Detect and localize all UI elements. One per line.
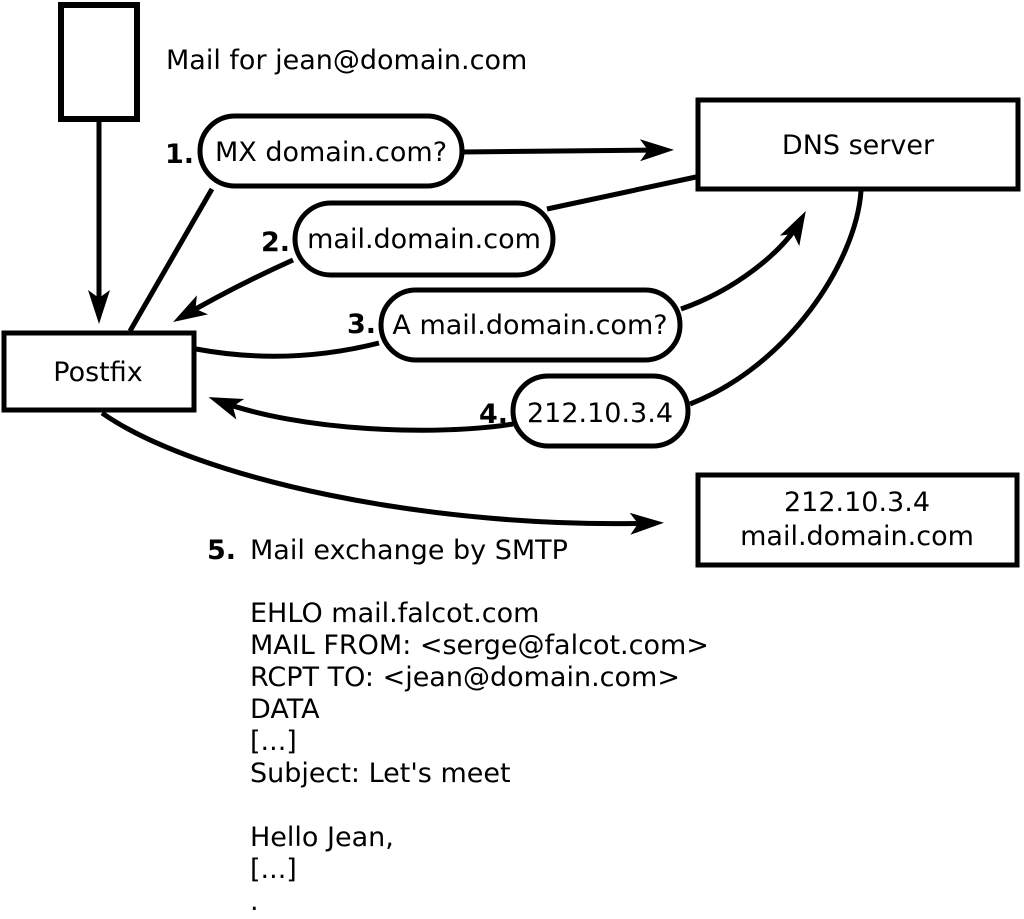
smtp-line: RCPT TO: <jean@domain.com>: [250, 662, 680, 693]
smtp-line: .: [250, 886, 259, 917]
arrow-query1-to-dns: [460, 139, 674, 162]
smtp-session-transcript: EHLO mail.falcot.com MAIL FROM: <serge@f…: [250, 598, 709, 917]
smtp-line: DATA: [250, 694, 320, 725]
line-postfix-to-query3: [195, 340, 380, 359]
arrow-postfix-to-mailserver: [100, 410, 664, 535]
arrow-answer2-to-postfix: [173, 257, 295, 323]
step2-label: mail.domain.com: [307, 224, 541, 255]
line-dns-to-answer4: [689, 190, 864, 407]
smtp-line: MAIL FROM: <serge@falcot.com>: [250, 630, 709, 661]
step1-pill: [197, 113, 465, 189]
step3-pill: [378, 287, 683, 363]
postfix-node: [1, 330, 197, 413]
dns-server-node-label: DNS server: [782, 130, 935, 161]
dns-server-node: [695, 97, 1021, 192]
mail-server-node: [695, 472, 1020, 568]
step4-pill: [510, 373, 691, 449]
postfix-node-label: Postfix: [53, 357, 142, 388]
smtp-line: Hello Jean,: [250, 822, 394, 853]
step4-label: 212.10.3.4: [527, 398, 673, 429]
mail-message-icon: [58, 2, 140, 122]
arrow-query3-to-dns: [680, 210, 806, 312]
step4-number: 4.: [479, 399, 508, 430]
mail-server-ip-label: 212.10.3.4: [784, 487, 930, 518]
arrow-answer4-to-postfix: [208, 397, 514, 433]
step5-label: Mail exchange by SMTP: [250, 535, 568, 566]
step1-label: MX domain.com?: [215, 137, 447, 168]
smtp-line: Subject: Let's meet: [250, 758, 511, 789]
step3-label: A mail.domain.com?: [392, 310, 667, 341]
step5-number: 5.: [207, 535, 236, 566]
smtp-line: [...]: [250, 726, 297, 757]
mail-server-host-label: mail.domain.com: [740, 521, 974, 552]
line-postfix-to-query1: [127, 187, 215, 333]
smtp-line: EHLO mail.falcot.com: [250, 598, 539, 629]
mail-note-label: Mail for jean@domain.com: [166, 45, 527, 76]
step2-pill: [292, 200, 556, 278]
step2-number: 2.: [261, 227, 290, 258]
step3-number: 3.: [347, 309, 376, 340]
step1-number: 1.: [165, 139, 194, 170]
smtp-line: [...]: [250, 854, 297, 885]
line-dns-to-answer2: [546, 174, 697, 212]
